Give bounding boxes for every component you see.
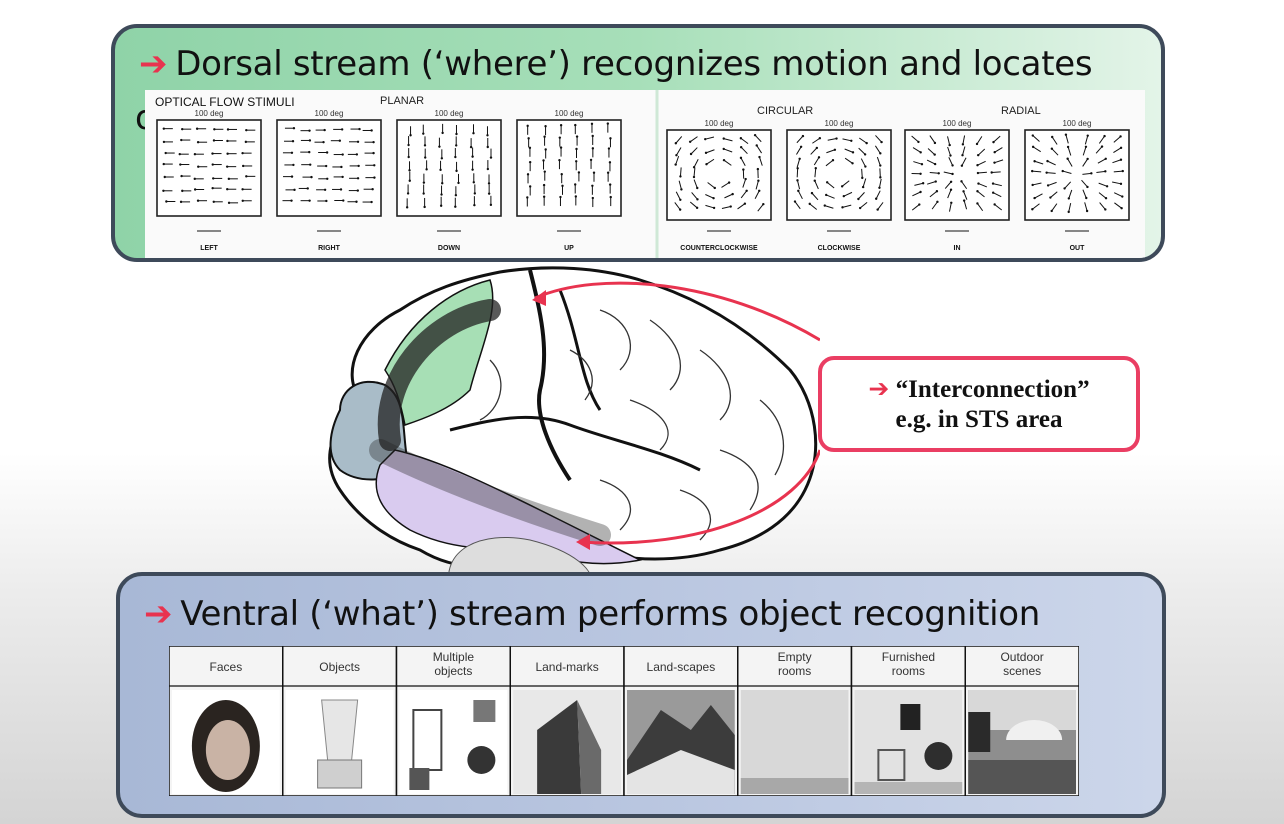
category-cell: Faces xyxy=(169,646,284,796)
arrow-right-icon: ➔ xyxy=(139,44,168,84)
category-label: Objects xyxy=(319,660,360,674)
face-photo xyxy=(172,690,280,794)
group-label-radial: RADIAL xyxy=(1001,105,1041,117)
arrowhead-icon xyxy=(532,290,546,306)
building-photo xyxy=(513,690,621,794)
flow-label-cw: CLOCKWISE xyxy=(818,245,861,252)
ventral-headline-text: Ventral (‘what’) stream performs object … xyxy=(180,594,1041,634)
arrow-right-icon: ➔ xyxy=(144,594,173,634)
callout-title: “Interconnection” xyxy=(895,376,1090,403)
dorsal-stream-panel: ➔Dorsal stream (‘where’) recognizes moti… xyxy=(111,24,1165,262)
dorsal-headline: ➔Dorsal stream (‘where’) recognizes moti… xyxy=(139,44,1093,84)
group-label-planar: PLANAR xyxy=(380,95,424,107)
scale-label: 100 deg xyxy=(943,119,972,128)
category-cell: Objects xyxy=(282,646,398,796)
flow-label-right: RIGHT xyxy=(318,245,341,252)
category-label: Land-marks xyxy=(535,660,598,674)
optical-flow-figure: OPTICAL FLOW STIMULI PLANAR CIRCULAR RAD… xyxy=(145,90,1145,258)
arrow-right-icon: ➔ xyxy=(868,374,890,403)
ventral-stream-panel: ➔Ventral (‘what’) stream performs object… xyxy=(116,572,1166,818)
category-label: rooms xyxy=(892,664,925,678)
scale-label: 100 deg xyxy=(1063,119,1092,128)
outdoor-scene-photo xyxy=(968,690,1076,794)
category-cell: Land-scapes xyxy=(623,646,739,796)
callout-line2: e.g. in STS area xyxy=(895,406,1063,433)
flow-label-up: UP xyxy=(564,245,574,252)
gyri-pattern xyxy=(479,309,785,541)
flow-label-down: DOWN xyxy=(438,245,460,252)
figure-title: OPTICAL FLOW STIMULI xyxy=(155,95,295,109)
interconnection-callout: ➔ “Interconnection” e.g. in STS area xyxy=(818,356,1140,452)
callout-line1: ➔ “Interconnection” xyxy=(822,374,1136,404)
scale-label: 100 deg xyxy=(555,109,584,118)
category-label: objects xyxy=(434,664,472,678)
category-label: Outdoor xyxy=(1000,650,1043,664)
mountain-photo xyxy=(627,690,735,794)
ventral-headline: ➔Ventral (‘what’) stream performs object… xyxy=(144,594,1040,634)
scale-label: 100 deg xyxy=(315,109,344,118)
arrowhead-icon xyxy=(576,534,590,550)
empty-room-photo xyxy=(740,690,849,794)
category-cell: Land-marks xyxy=(509,646,625,796)
interconnection-arc-bottom xyxy=(579,449,820,545)
category-label: scenes xyxy=(1003,664,1041,678)
category-label: Empty xyxy=(778,650,812,664)
multiple-objects-photo xyxy=(399,690,508,794)
scale-label: 100 deg xyxy=(825,119,854,128)
scale-label: 100 deg xyxy=(435,109,464,118)
blender-photo xyxy=(285,690,394,794)
scale-label: 100 deg xyxy=(705,119,734,128)
furnished-room-photo xyxy=(854,690,963,794)
cerebellum xyxy=(448,536,593,580)
category-label: rooms xyxy=(778,664,811,678)
category-label: Multiple xyxy=(433,650,475,664)
category-label: Furnished xyxy=(882,650,935,664)
category-label: Faces xyxy=(210,660,243,674)
flow-label-ccw: COUNTERCLOCKWISE xyxy=(680,245,758,252)
scale-label: 100 deg xyxy=(195,109,224,118)
category-label: Land-scapes xyxy=(647,660,716,674)
dorsal-headline-text: Dorsal stream (‘where’) recognizes motio… xyxy=(175,44,1093,84)
brain-illustration xyxy=(328,266,820,580)
group-label-circular: CIRCULAR xyxy=(757,105,813,117)
central-sulcus xyxy=(528,269,572,482)
ventral-region xyxy=(375,449,643,565)
flow-label-out: OUT xyxy=(1070,245,1086,252)
flow-label-left: LEFT xyxy=(200,245,218,252)
lateral-sulcus xyxy=(449,415,701,472)
interconnection-arc-top xyxy=(534,281,820,342)
dorsal-pathway-arrow xyxy=(377,299,501,451)
sulcus-line xyxy=(558,289,602,411)
flow-label-in: IN xyxy=(954,245,961,252)
ventral-pathway-arrow xyxy=(369,439,611,546)
